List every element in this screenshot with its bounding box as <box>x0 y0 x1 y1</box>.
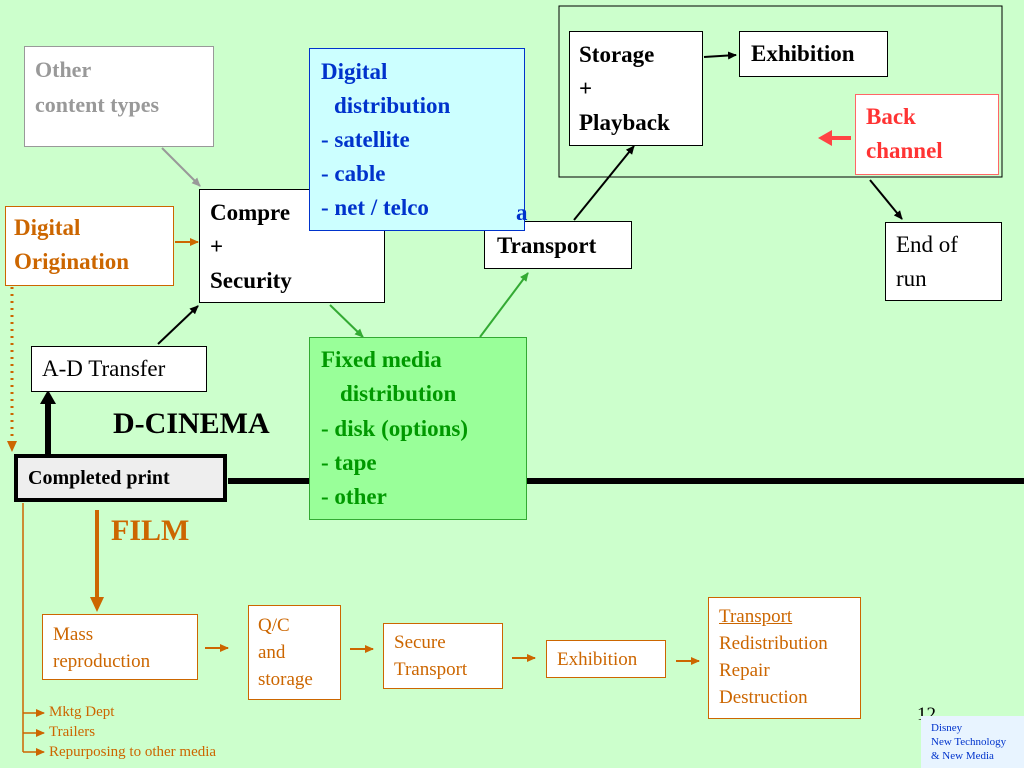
digital-distribution-line3: - satellite <box>321 127 410 152</box>
secure-transport-box: Secure Transport <box>383 623 503 689</box>
playback-group-frame <box>558 5 1003 178</box>
digital-distribution-box: Digital distribution - satellite - cable… <box>309 48 525 231</box>
transport-box: Transport <box>484 221 632 269</box>
arrow-compression-to-fixed <box>329 304 364 338</box>
mass-line2: reproduction <box>53 651 151 672</box>
digital-distribution-line4: - cable <box>321 161 386 186</box>
digital-distribution-line2: distribution <box>334 93 451 118</box>
digital-origination-line1: Digital <box>14 215 81 240</box>
exhibition-film-box: Exhibition <box>546 640 666 678</box>
arrow-adtransfer-to-compression <box>157 305 199 345</box>
other-content-line2: content types <box>35 92 160 117</box>
film-label: FILM <box>111 514 190 547</box>
fixed-media-line3: - disk (options) <box>321 416 468 441</box>
qc-line1: Q/C <box>258 615 290 636</box>
qc-line2: and <box>258 642 286 663</box>
compression-line3: Security <box>210 268 292 293</box>
dcinema-label: D-CINEMA <box>113 407 270 440</box>
end-of-run-box: End of run <box>885 222 1002 301</box>
digital-origination-box: Digital Origination <box>5 206 174 286</box>
other-content-line1: Other <box>35 57 92 82</box>
exhibition-top-box: Exhibition <box>739 31 888 77</box>
end-of-run-line1: End of <box>896 232 958 257</box>
fixed-media-line5: - other <box>321 484 387 509</box>
secure-line2: Transport <box>394 659 468 680</box>
secure-line1: Secure <box>394 632 446 653</box>
back-channel-line2: channel <box>866 138 943 163</box>
side-output-repurposing: Repurposing to other media <box>49 744 217 760</box>
storage-playback-box: Storage + Playback <box>569 31 703 146</box>
logo-line2: New Technology <box>931 736 1007 748</box>
final-line2: Redistribution <box>719 633 828 654</box>
logo-line1: Disney <box>931 722 963 734</box>
mass-line1: Mass <box>53 624 94 645</box>
arrow-backchannel-to-endofrun <box>869 179 903 220</box>
fixed-media-line1: Fixed media <box>321 347 442 372</box>
arrow-storage-to-exhibition <box>703 51 737 60</box>
final-line3: Repair <box>719 660 770 681</box>
fixed-media-line4: - tape <box>321 450 377 475</box>
fixed-media-box: Fixed media distribution - disk (options… <box>309 337 527 520</box>
hidden-label-peek: a <box>516 200 528 225</box>
transport-label: Transport <box>497 233 597 258</box>
storage-line1: Storage <box>579 42 655 67</box>
back-channel-line1: Back <box>866 104 916 129</box>
digital-distribution-line1: Digital <box>321 59 388 84</box>
compression-line2: + <box>210 234 224 259</box>
completed-print-label: Completed print <box>28 467 170 489</box>
storage-line3: Playback <box>579 110 670 135</box>
dotted-origination-head <box>7 441 17 452</box>
back-channel-arrow-head <box>818 130 832 146</box>
arrow-fixed-to-transport <box>479 272 529 338</box>
digital-distribution-line5: - net / telco <box>321 195 429 220</box>
fixed-media-line2: distribution <box>340 381 457 406</box>
digital-origination-line2: Origination <box>14 249 130 274</box>
ad-transfer-label: A-D Transfer <box>42 356 166 381</box>
final-outcomes-box: Transport Redistribution Repair Destruct… <box>708 597 861 719</box>
mass-reproduction-box: Mass reproduction <box>42 614 198 680</box>
exhibition-film-label: Exhibition <box>557 649 638 670</box>
side-output-trailers: Trailers <box>49 724 96 740</box>
ad-transfer-box: A-D Transfer <box>31 346 207 392</box>
end-of-run-line2: run <box>896 266 927 291</box>
final-line1: Transport <box>719 606 793 627</box>
final-line4: Destruction <box>719 687 808 708</box>
storage-line2: + <box>579 76 593 101</box>
logo-line3: & New Media <box>931 750 994 762</box>
arrow-transport-to-storage <box>573 145 635 221</box>
arrow-print-to-adtransfer-head <box>40 390 56 404</box>
compression-line1: Compre <box>210 200 291 225</box>
qc-storage-box: Q/C and storage <box>248 605 341 700</box>
arrow-other-to-compression <box>161 147 201 187</box>
disney-logo-box: Disney New Technology & New Media <box>921 716 1024 768</box>
other-content-box: Other content types <box>24 46 214 147</box>
side-output-mktg: Mktg Dept <box>49 704 115 720</box>
qc-line3: storage <box>258 669 313 690</box>
back-channel-box: Back channel <box>855 94 999 175</box>
arrow-print-to-mass-head <box>90 597 104 612</box>
exhibition-top-label: Exhibition <box>751 41 855 66</box>
completed-print-box: Completed print <box>14 454 227 502</box>
